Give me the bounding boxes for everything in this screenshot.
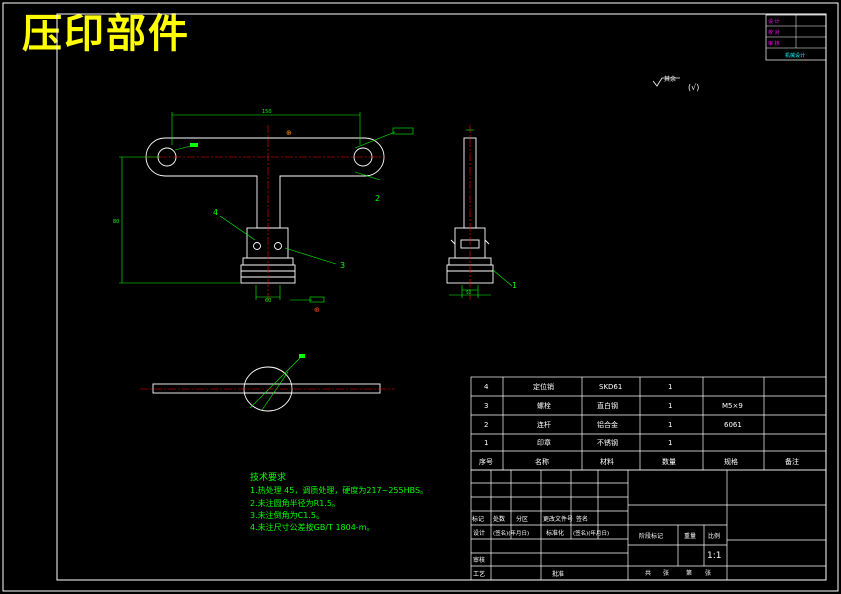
svg-text:审核: 审核 xyxy=(473,556,485,564)
corner-stamp: 设 计 校 对 审 核 机械设计 xyxy=(765,14,827,61)
side-dimensions xyxy=(449,129,513,298)
svg-text:1: 1 xyxy=(668,421,672,429)
svg-text:比例: 比例 xyxy=(708,532,720,540)
stamp-row-3: 审 核 xyxy=(768,40,780,47)
tech-heading: 技术要求 xyxy=(250,471,286,483)
part-label-2: 2 xyxy=(375,194,380,203)
part-label-4: 4 xyxy=(213,208,218,217)
center-mark-top: ⊕ xyxy=(286,129,292,137)
svg-text:6061: 6061 xyxy=(724,421,742,429)
front-centerlines xyxy=(145,125,385,300)
svg-text:序号: 序号 xyxy=(479,457,493,466)
svg-text:4: 4 xyxy=(484,383,489,391)
annot-left-hole-box xyxy=(190,143,198,147)
svg-text:材料: 材料 xyxy=(600,457,614,466)
stamp-row-1: 设 计 xyxy=(768,18,780,25)
svg-text:分区: 分区 xyxy=(516,515,528,523)
annot-section-box xyxy=(299,354,305,358)
svg-text:阶段标记: 阶段标记 xyxy=(639,532,663,540)
tech-line-2: 2.未注圆角半径为R1.5。 xyxy=(250,498,340,508)
svg-text:张: 张 xyxy=(663,569,669,577)
svg-text:处数: 处数 xyxy=(493,515,505,523)
front-dimensions xyxy=(119,112,396,301)
annot-bottom-box xyxy=(309,296,325,303)
svg-text:1: 1 xyxy=(484,439,488,447)
section-view xyxy=(152,366,381,412)
svg-text:第: 第 xyxy=(686,569,692,577)
svg-text:(签名)(年月日): (签名)(年月日) xyxy=(573,529,609,537)
tech-line-3: 3.未注倒角为C1.5。 xyxy=(250,510,324,520)
svg-text:设计: 设计 xyxy=(473,529,485,537)
svg-text:(√): (√) xyxy=(688,83,699,92)
dim-small-width: 60 xyxy=(265,298,271,304)
roughness-symbol: 其余 (√) xyxy=(652,75,699,92)
svg-text:铝合金: 铝合金 xyxy=(597,420,618,429)
svg-text:1:1: 1:1 xyxy=(707,551,721,561)
svg-text:标准化: 标准化 xyxy=(546,529,564,537)
section-leaders xyxy=(249,357,301,411)
part-label-1: 1 xyxy=(512,281,517,290)
title-block-text: 标记 处数 分区 更改文件号 签名 设计 (签名)(年月日) 标准化 (签名)(… xyxy=(472,515,721,578)
inner-frame xyxy=(56,13,827,581)
dim-side-bottom: 50 xyxy=(466,290,472,295)
svg-text:不锈钢: 不锈钢 xyxy=(597,438,618,447)
svg-text:名称: 名称 xyxy=(535,457,549,466)
tech-line-4: 4.未注尺寸公差按GB/T 1804-m。 xyxy=(250,522,374,532)
center-mark-bottom: ⊕ xyxy=(314,306,320,314)
svg-text:直白钢: 直白钢 xyxy=(597,401,618,410)
stamp-row-2: 校 对 xyxy=(768,29,780,36)
bom-table xyxy=(470,376,827,471)
svg-text:标记: 标记 xyxy=(472,515,484,523)
svg-text:重量: 重量 xyxy=(684,532,696,540)
front-view xyxy=(145,137,385,284)
svg-text:数量: 数量 xyxy=(662,457,676,466)
svg-text:1: 1 xyxy=(668,402,672,410)
svg-text:连杆: 连杆 xyxy=(537,420,551,429)
svg-text:备注: 备注 xyxy=(785,457,799,466)
svg-text:(签名)(年月日): (签名)(年月日) xyxy=(493,529,529,537)
tech-requirements: 技术要求 1.热处理 45，调质处理，硬度为217~255HBS。 2.未注圆角… xyxy=(250,471,428,532)
svg-text:张: 张 xyxy=(705,569,711,577)
svg-text:M5×9: M5×9 xyxy=(722,402,743,410)
svg-text:SKD61: SKD61 xyxy=(599,383,622,391)
svg-text:其余: 其余 xyxy=(664,75,676,83)
part-label-3: 3 xyxy=(340,261,345,270)
svg-text:签名: 签名 xyxy=(576,515,588,523)
title-block xyxy=(470,469,827,581)
stamp-right: 机械设计 xyxy=(785,52,805,59)
svg-text:定位销: 定位销 xyxy=(533,382,554,391)
tech-line-1: 1.热处理 45，调质处理，硬度为217~255HBS。 xyxy=(250,485,428,495)
svg-text:更改文件号: 更改文件号 xyxy=(543,515,573,523)
dim-width-top: 150 xyxy=(262,109,272,115)
svg-text:工艺: 工艺 xyxy=(473,570,485,578)
svg-text:批准: 批准 xyxy=(552,570,564,578)
svg-text:1: 1 xyxy=(668,383,672,391)
svg-text:共: 共 xyxy=(645,569,651,577)
svg-text:2: 2 xyxy=(484,421,488,429)
annot-right-hole-box xyxy=(392,127,414,135)
svg-text:螺栓: 螺栓 xyxy=(537,401,551,410)
svg-text:规格: 规格 xyxy=(724,457,738,466)
drawing-title: 压印部件 xyxy=(22,11,190,57)
svg-text:1: 1 xyxy=(668,439,672,447)
bom-text: 4 定位销 SKD61 1 3 螺栓 直白钢 1 M5×9 2 连杆 铝合金 1… xyxy=(479,382,799,466)
svg-text:3: 3 xyxy=(484,402,488,410)
dim-height-left: 80 xyxy=(113,219,119,225)
svg-text:印章: 印章 xyxy=(537,438,551,447)
